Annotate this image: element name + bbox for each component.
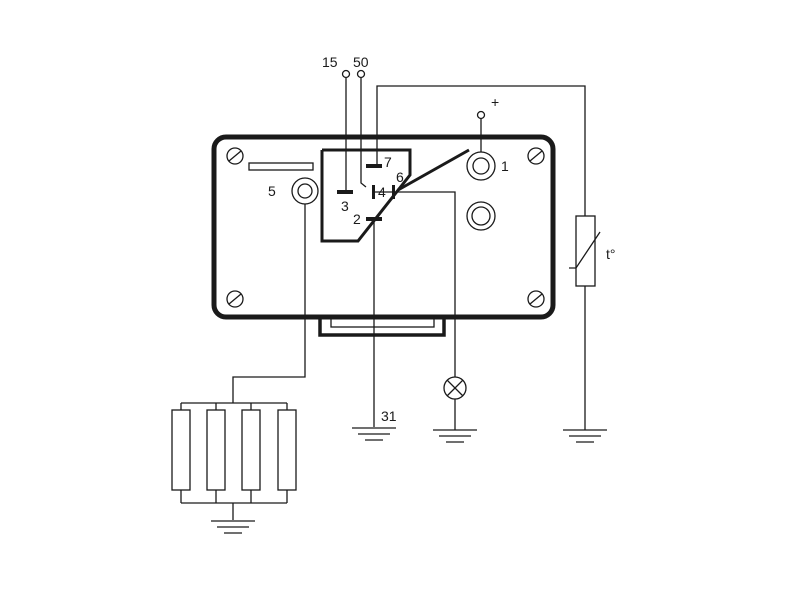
- label-sensor-temp: t°: [606, 246, 616, 262]
- glow-plug-4: [277, 409, 297, 491]
- label-ground-31: 31: [381, 408, 397, 424]
- terminal-stud-blank: [466, 201, 496, 231]
- mounting-screw-top-left: [226, 147, 244, 165]
- ground-symbol-glow-plugs: [211, 520, 255, 534]
- glow-plug-1: [171, 409, 191, 491]
- glow-plug-2: [206, 409, 226, 491]
- relay-box: [320, 148, 412, 243]
- mounting-screw-bottom-right: [527, 290, 545, 308]
- label-terminal-3: 3: [341, 198, 349, 214]
- control-unit-housing: [211, 134, 556, 337]
- relay-lead-to-terminal-1: [397, 148, 470, 192]
- ground-symbol-lamp: [433, 429, 477, 443]
- label-terminal-2: 2: [353, 211, 361, 227]
- contact-bar-3: [337, 190, 353, 194]
- label-terminal-7: 7: [384, 154, 392, 170]
- mounting-screw-top-right: [527, 147, 545, 165]
- contact-bar-4b: [392, 185, 395, 199]
- ground-symbol-31: [352, 427, 396, 441]
- terminal-stud-5: [291, 177, 319, 205]
- label-terminal-15: 15: [322, 54, 338, 70]
- terminal-stud-1: [466, 151, 496, 181]
- terminal-post-15: [341, 69, 351, 79]
- wires: [232, 78, 586, 430]
- glow-plug-bank: [171, 402, 297, 520]
- contact-bar-2: [366, 217, 382, 221]
- temperature-sensor: [569, 215, 601, 287]
- label-terminal-4: 4: [378, 184, 386, 200]
- glow-plug-3: [241, 409, 261, 491]
- label-terminal-6: 6: [396, 169, 404, 185]
- terminal-post-plus: [476, 110, 486, 120]
- mounting-screw-bottom-left: [226, 290, 244, 308]
- label-terminal-1: 1: [501, 158, 509, 174]
- terminal-post-50: [356, 69, 366, 79]
- label-plus: +: [491, 94, 499, 110]
- label-terminal-5: 5: [268, 183, 276, 199]
- contact-bar-7: [366, 164, 382, 168]
- ground-symbol-sensor: [563, 429, 607, 443]
- warning-lamp: [443, 376, 467, 400]
- label-terminal-50: 50: [353, 54, 369, 70]
- contact-bar-4a: [372, 185, 375, 199]
